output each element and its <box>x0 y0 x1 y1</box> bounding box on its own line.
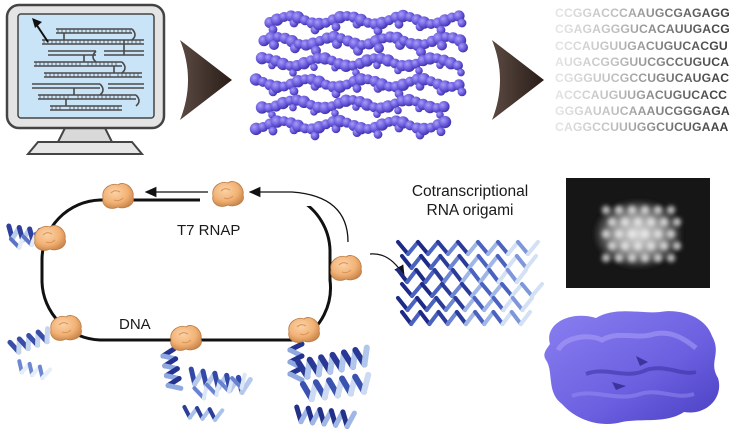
sequence-line: CGGGUUCGCCUGUCAUGAC <box>555 71 730 85</box>
product-label: Cotranscriptional RNA origami <box>395 182 545 220</box>
process-arrow-icon <box>180 40 235 120</box>
dna-label: DNA <box>119 316 151 333</box>
cryo-em-map <box>536 300 726 432</box>
t7-rnap-label: T7 RNAP <box>177 222 241 239</box>
product-label-line1: Cotranscriptional <box>411 183 529 200</box>
sequence-line: AUGACGGGUUCGCCUGUCA <box>555 55 730 69</box>
origami-helix-model <box>390 238 550 333</box>
process-arrow-icon <box>492 40 547 120</box>
product-label-line2: RNA origami <box>426 202 514 219</box>
sequence-line: GGGAUAUCAAAUCGGGAGA <box>555 104 730 118</box>
em-micrograph-image <box>566 178 710 288</box>
sequence-line: ACCCAUGUUGACUGUCACC <box>555 88 728 102</box>
rna-origami-surface-model <box>248 6 476 151</box>
transcription-diagram <box>0 170 380 438</box>
computer-monitor-icon <box>4 2 169 157</box>
rna-sequence-block: CCGGACCCAAUGCGAGAGG CGAGAGGGUCACAUUGACG … <box>555 6 735 151</box>
sequence-line: CCCAUGUUGACUGUCACGU <box>555 39 728 53</box>
sequence-line: CAGGCCUUUGGCUCUGAAA <box>555 120 729 134</box>
sequence-line: CCGGACCCAAUGCGAGAGG <box>555 6 730 20</box>
dna-loop <box>40 198 332 342</box>
sequence-line: CGAGAGGGUCACAUUGACG <box>555 22 730 36</box>
